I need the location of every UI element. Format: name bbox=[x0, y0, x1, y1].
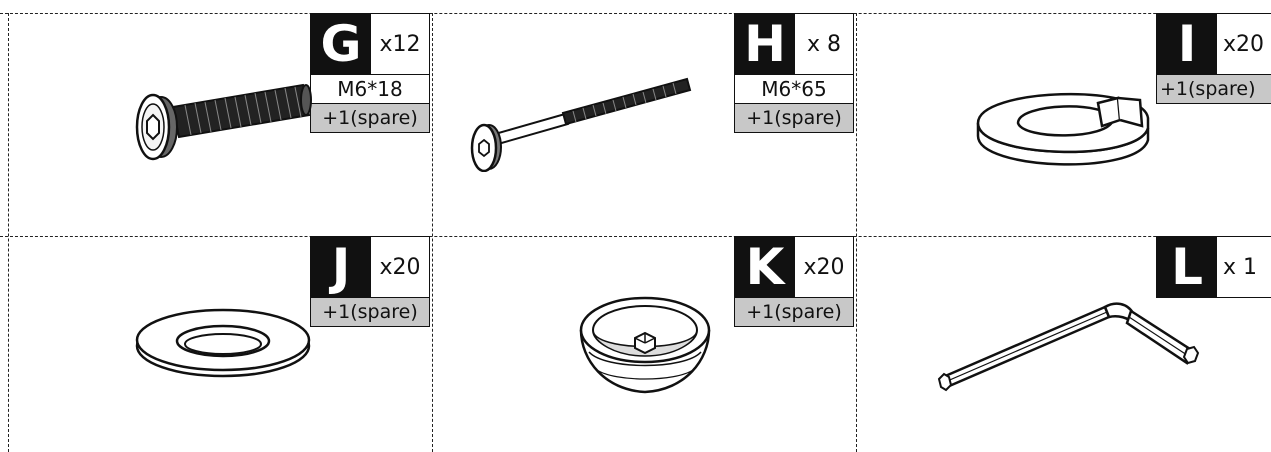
bolt-long-icon bbox=[470, 77, 692, 172]
part-quantity: x20 bbox=[379, 254, 421, 280]
part-badge-k: K x20 +1(spare) bbox=[734, 236, 854, 327]
part-spare: +1(spare) bbox=[1156, 75, 1271, 104]
part-quantity: x 8 bbox=[806, 31, 841, 57]
part-spare: +1(spare) bbox=[310, 298, 430, 327]
part-badge-g: G x12 M6*18 +1(spare) bbox=[310, 13, 430, 133]
part-quantity: x20 bbox=[1223, 31, 1265, 57]
part-letter: J bbox=[311, 237, 371, 297]
part-badge-j: J x20 +1(spare) bbox=[310, 236, 430, 327]
part-size: M6*65 bbox=[734, 75, 854, 104]
part-spare: +1(spare) bbox=[310, 104, 430, 133]
bolt-short-icon bbox=[135, 83, 312, 161]
part-quantity: x12 bbox=[379, 31, 421, 57]
part-letter: H bbox=[735, 14, 795, 74]
part-quantity: x20 bbox=[803, 254, 845, 280]
part-letter: L bbox=[1157, 237, 1217, 297]
part-size: M6*18 bbox=[310, 75, 430, 104]
part-spare: +1(spare) bbox=[734, 298, 854, 327]
left-border-line bbox=[8, 13, 9, 452]
flat-washer-icon bbox=[135, 308, 311, 378]
part-badge-h: H x 8 M6*65 +1(spare) bbox=[734, 13, 854, 133]
part-badge-l: L x 1 bbox=[1156, 236, 1271, 298]
part-letter: K bbox=[735, 237, 795, 297]
part-quantity: x 1 bbox=[1223, 254, 1258, 280]
column-divider-line-2 bbox=[856, 13, 857, 452]
part-spare: +1(spare) bbox=[734, 104, 854, 133]
column-divider-line-1 bbox=[432, 13, 433, 452]
allen-key-icon bbox=[937, 302, 1200, 392]
row-divider-line bbox=[0, 236, 1271, 237]
cap-nut-icon bbox=[579, 296, 711, 394]
part-badge-i: I x20 +1(spare) bbox=[1156, 13, 1271, 104]
part-letter: I bbox=[1157, 14, 1217, 74]
top-border-line bbox=[0, 13, 1271, 14]
part-letter: G bbox=[311, 14, 371, 74]
spring-washer-icon bbox=[976, 92, 1150, 166]
